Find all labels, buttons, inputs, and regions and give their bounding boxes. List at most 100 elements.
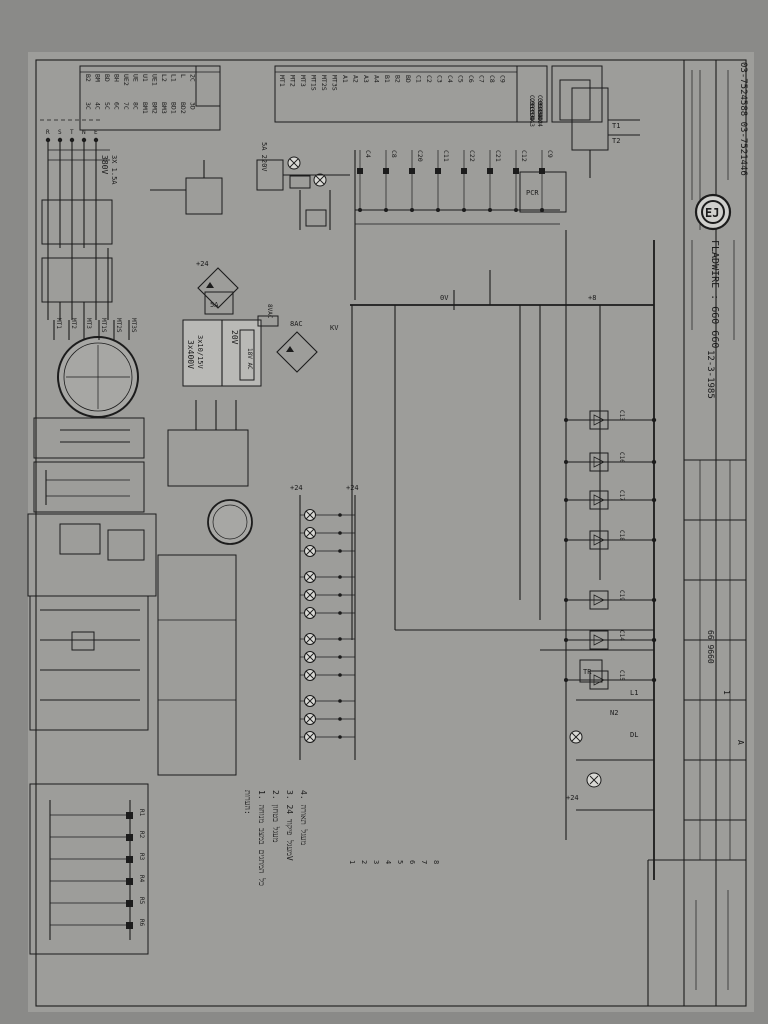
motor-terminal-label: MT2S (115, 318, 122, 333)
strip-label: C32 (536, 98, 543, 109)
pump-power: 5A 220V (260, 142, 268, 172)
bridge-rectifier-1: +24 (196, 260, 239, 309)
indicator-lamp (304, 545, 316, 557)
dc-24-label: +24 (196, 260, 209, 268)
legend-line: 3. מעגל פיקוד 24V (285, 790, 294, 861)
indicator-lamp (304, 633, 316, 645)
connector-pin: BD2 (179, 102, 187, 114)
dl-label: DL (630, 731, 638, 739)
connector-pin: 5C (103, 102, 111, 110)
indicator-lamp (304, 589, 316, 601)
indicator-lamp (304, 571, 316, 583)
terminal-label: T (70, 129, 74, 136)
title-rev: A (736, 740, 745, 745)
terminal-label: S (58, 129, 62, 136)
bottom-terminal-label: R3 (138, 853, 145, 861)
bottom-terminal-label: R4 (138, 875, 145, 883)
strip-label: C29 (528, 95, 535, 106)
bottom-terminal-label: R5 (138, 897, 145, 905)
relay-contact-label: C8 (390, 150, 398, 158)
connector-pin: 7C (122, 102, 130, 110)
dc-24-d: +24 (566, 794, 579, 802)
n2-label: N2 (610, 709, 618, 717)
connector-pin-b: MT2 (289, 75, 297, 87)
strip-label: C37 (528, 107, 535, 118)
terminal-label: R (46, 129, 50, 136)
title-sheet: 1 (722, 690, 731, 695)
legend-number: 2 (360, 860, 368, 864)
kv-label: KV (330, 324, 339, 332)
legend-number: 5 (396, 860, 404, 864)
bottom-terminal-label: R1 (138, 809, 145, 817)
indicator-lamp (304, 651, 316, 663)
transformer: 3x400V 3x10/15V 20V (182, 319, 262, 387)
terminal-dot (57, 137, 63, 143)
connector-pin-b: C4 (446, 75, 454, 83)
connector-pin-b: BD (404, 75, 412, 83)
connector-pin-b: C7 (478, 75, 486, 83)
ac-8vac: 8VAC (266, 304, 273, 319)
connector-pin: BD1 (170, 102, 178, 114)
t1-label: T1 (612, 122, 620, 130)
connector-pin-b: C2 (425, 75, 433, 83)
legend-line: 4. מעגל תאורה (299, 790, 308, 845)
bottom-terminal-label: R6 (138, 919, 145, 927)
terminal-dot (93, 137, 99, 143)
transformer-20v: 20V (230, 330, 239, 345)
strip-label: C33 (528, 101, 535, 112)
legend-number: 1 (348, 860, 356, 864)
top-right-panel: T1 T2 PCR (519, 87, 640, 213)
indicator-lamp (304, 607, 316, 619)
terminal-dot (45, 137, 51, 143)
legend-number: 8 (432, 860, 440, 864)
indicator-lamp (304, 731, 316, 743)
legend-line: 2. מעגל בטחון (271, 790, 280, 843)
terminal-label: E (94, 129, 98, 136)
indicator-lamp-panel: +24 +24 (290, 484, 359, 760)
ladder-relay-label: C19 (618, 590, 625, 601)
connector-pin-b: A1 (341, 75, 349, 83)
motor-power-box (150, 160, 223, 215)
ladder-relay-label: C18 (618, 530, 625, 541)
title-date: 12-3-1985 (705, 350, 715, 399)
connector-pin: L2 (160, 74, 168, 82)
terminal-label: N (82, 129, 86, 136)
ladder-relay-label: C13 (618, 410, 625, 421)
connector-pin: 3C (84, 102, 92, 110)
connector-pin: 3D (189, 102, 197, 110)
mains-current: 3X 1.5A (110, 155, 118, 185)
pump-motor (167, 400, 253, 545)
legend-number: 3 (372, 860, 380, 864)
legend-line: הערות: (243, 790, 252, 815)
connector-pin-b: C8 (488, 75, 496, 83)
connector-pin-b: MT3S (331, 75, 339, 91)
connector-pin-b: A3 (362, 75, 370, 83)
connector-pin: BM1 (141, 102, 149, 114)
terminal-dot (81, 137, 87, 143)
connector-pin-b: A2 (352, 75, 360, 83)
title-drawing-no: 66 9660 (706, 630, 715, 664)
capacitor-legend-box (157, 554, 237, 776)
connector-pin-b: C6 (467, 75, 475, 83)
motor-terminal-label: MT3 (85, 318, 92, 329)
connector-pin-b: MT1 (278, 75, 286, 87)
connector-pin: BH (113, 74, 121, 82)
connector-pin-b: B1 (383, 75, 391, 83)
indicator-lamp (304, 669, 316, 681)
strip-label: C44 (536, 116, 543, 127)
strip-label: C34 (536, 101, 543, 112)
tr-label: TR (583, 668, 592, 676)
dc-24-b: +24 (290, 484, 303, 492)
strip-label: C39 (528, 110, 535, 121)
connector-pin: 4C (94, 102, 102, 110)
motor-terminal-label: MT1S (100, 318, 107, 333)
transformer-primary: 3x400V (186, 340, 195, 369)
terminal-dot (69, 137, 75, 143)
indicator-lamp (304, 713, 316, 725)
main-control-bus: 8AC KV (290, 270, 654, 640)
t2-label: T2 (612, 137, 620, 145)
